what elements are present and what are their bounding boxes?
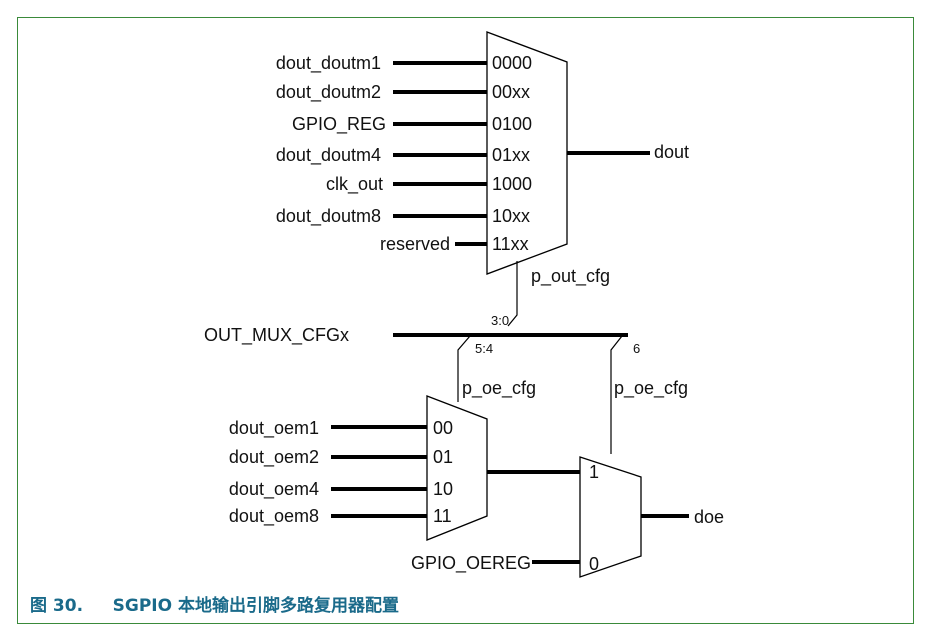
mux1-select-label: p_out_cfg bbox=[531, 266, 610, 287]
mux2-input-signal: dout_oem4 bbox=[229, 479, 319, 500]
mux3-input1-code: 1 bbox=[589, 462, 599, 482]
mux3-output-label: doe bbox=[694, 507, 724, 527]
mux1-input-code: 0100 bbox=[492, 114, 532, 134]
bits-3-0-label: 3:0 bbox=[491, 313, 509, 328]
mux1-select-line bbox=[507, 261, 518, 327]
figure-caption: 图 30. SGPIO 本地输出引脚多路复用器配置 bbox=[30, 595, 399, 616]
mux2-inputs: dout_oem1 dout_oem2 dout_oem4 dout_oem8 … bbox=[229, 418, 453, 527]
mux1-input-code: 10xx bbox=[492, 206, 530, 226]
mux3-input0-code: 0 bbox=[589, 554, 599, 574]
mux2-input-signal: dout_oem1 bbox=[229, 418, 319, 439]
mux1-input-signal: reserved bbox=[380, 234, 450, 254]
mux1-input-code: 01xx bbox=[492, 145, 530, 165]
mux1-input-signal: dout_doutm1 bbox=[276, 53, 381, 74]
mux2-select-label: p_oe_cfg bbox=[462, 378, 536, 399]
bits-5-4-label: 5:4 bbox=[475, 341, 493, 356]
mux2-input-code: 01 bbox=[433, 447, 453, 467]
mux1-input-signal: dout_doutm8 bbox=[276, 206, 381, 227]
mux1-inputs: dout_doutm1 dout_doutm2 GPIO_REG dout_do… bbox=[276, 53, 532, 254]
mux2-input-code: 11 bbox=[433, 506, 452, 526]
mux1-output-label: dout bbox=[654, 142, 689, 162]
mux1-input-signal: dout_doutm4 bbox=[276, 145, 381, 166]
mux1-input-signal: dout_doutm2 bbox=[276, 82, 381, 103]
mux1-input-code: 0000 bbox=[492, 53, 532, 73]
mux2-input-signal: dout_oem8 bbox=[229, 506, 319, 527]
mux3-select-line bbox=[610, 335, 623, 454]
bit-6-label: 6 bbox=[633, 341, 640, 356]
mux2-input-signal: dout_oem2 bbox=[229, 447, 319, 468]
mux1-input-signal: clk_out bbox=[326, 174, 383, 195]
mux2-input-code: 00 bbox=[433, 418, 453, 438]
mux3-body bbox=[579, 456, 642, 578]
mux3-select-label: p_oe_cfg bbox=[614, 378, 688, 399]
mux1-input-code: 00xx bbox=[492, 82, 530, 102]
mux2-input-code: 10 bbox=[433, 479, 453, 499]
mux1-body bbox=[486, 31, 568, 275]
mux2-body bbox=[426, 395, 488, 541]
mux2-select-line bbox=[457, 335, 471, 402]
mux1-input-code: 1000 bbox=[492, 174, 532, 194]
cfg-bus-label: OUT_MUX_CFGx bbox=[204, 325, 349, 346]
mux3-input0-signal: GPIO_OEREG bbox=[411, 553, 531, 574]
mux1-input-signal: GPIO_REG bbox=[292, 114, 386, 135]
mux1-input-code: 11xx bbox=[492, 234, 529, 254]
